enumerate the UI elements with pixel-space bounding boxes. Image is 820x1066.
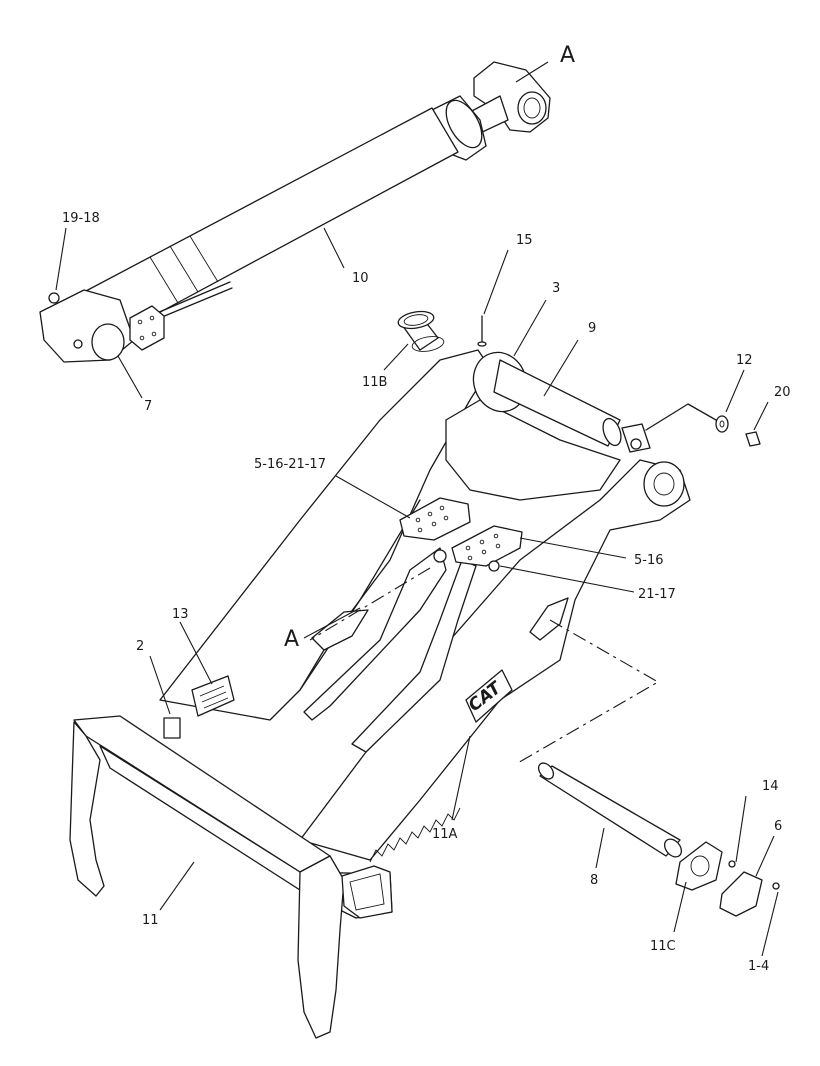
lower-pin-assembly	[537, 762, 780, 917]
label-15: 15	[516, 233, 533, 248]
carrier-frame: CAT	[69, 349, 691, 1039]
label-20: 20	[774, 385, 791, 400]
label-3: 3	[552, 281, 560, 296]
label-10: 10	[352, 271, 369, 286]
bushing-11b	[397, 310, 445, 352]
hydraulic-cylinder	[39, 61, 551, 363]
label-12: 12	[736, 353, 753, 368]
label-11c: 11C	[650, 939, 676, 954]
pin-9	[493, 359, 621, 447]
label-11a: 11A	[432, 827, 458, 842]
label-a-left: A	[284, 627, 299, 652]
cover-6	[719, 871, 763, 917]
label-19-18: 19-18	[62, 211, 100, 226]
label-2: 2	[136, 639, 144, 654]
label-7: 7	[144, 399, 152, 414]
washer-12	[715, 415, 729, 433]
leader-lines	[55, 61, 779, 957]
plate-11c	[675, 841, 723, 891]
pivot-pin-assembly	[472, 315, 761, 507]
decal-2	[163, 717, 181, 739]
label-11: 11	[142, 913, 159, 928]
label-1-4: 1-4	[748, 959, 769, 974]
label-8: 8	[590, 873, 598, 888]
label-11b: 11B	[362, 375, 387, 390]
bolt-20	[745, 431, 761, 447]
label-5-16-21-17: 5-16-21-17	[254, 457, 326, 472]
label-5-16: 5-16	[634, 553, 664, 568]
label-6: 6	[774, 819, 782, 834]
label-a-top: A	[560, 43, 575, 68]
cat-logo-decal	[465, 669, 513, 723]
pin-8	[539, 765, 681, 857]
label-9: 9	[588, 321, 596, 336]
label-14: 14	[762, 779, 779, 794]
label-21-17: 21-17	[638, 587, 676, 602]
label-13: 13	[172, 607, 189, 622]
centerline-a-left	[309, 567, 431, 641]
